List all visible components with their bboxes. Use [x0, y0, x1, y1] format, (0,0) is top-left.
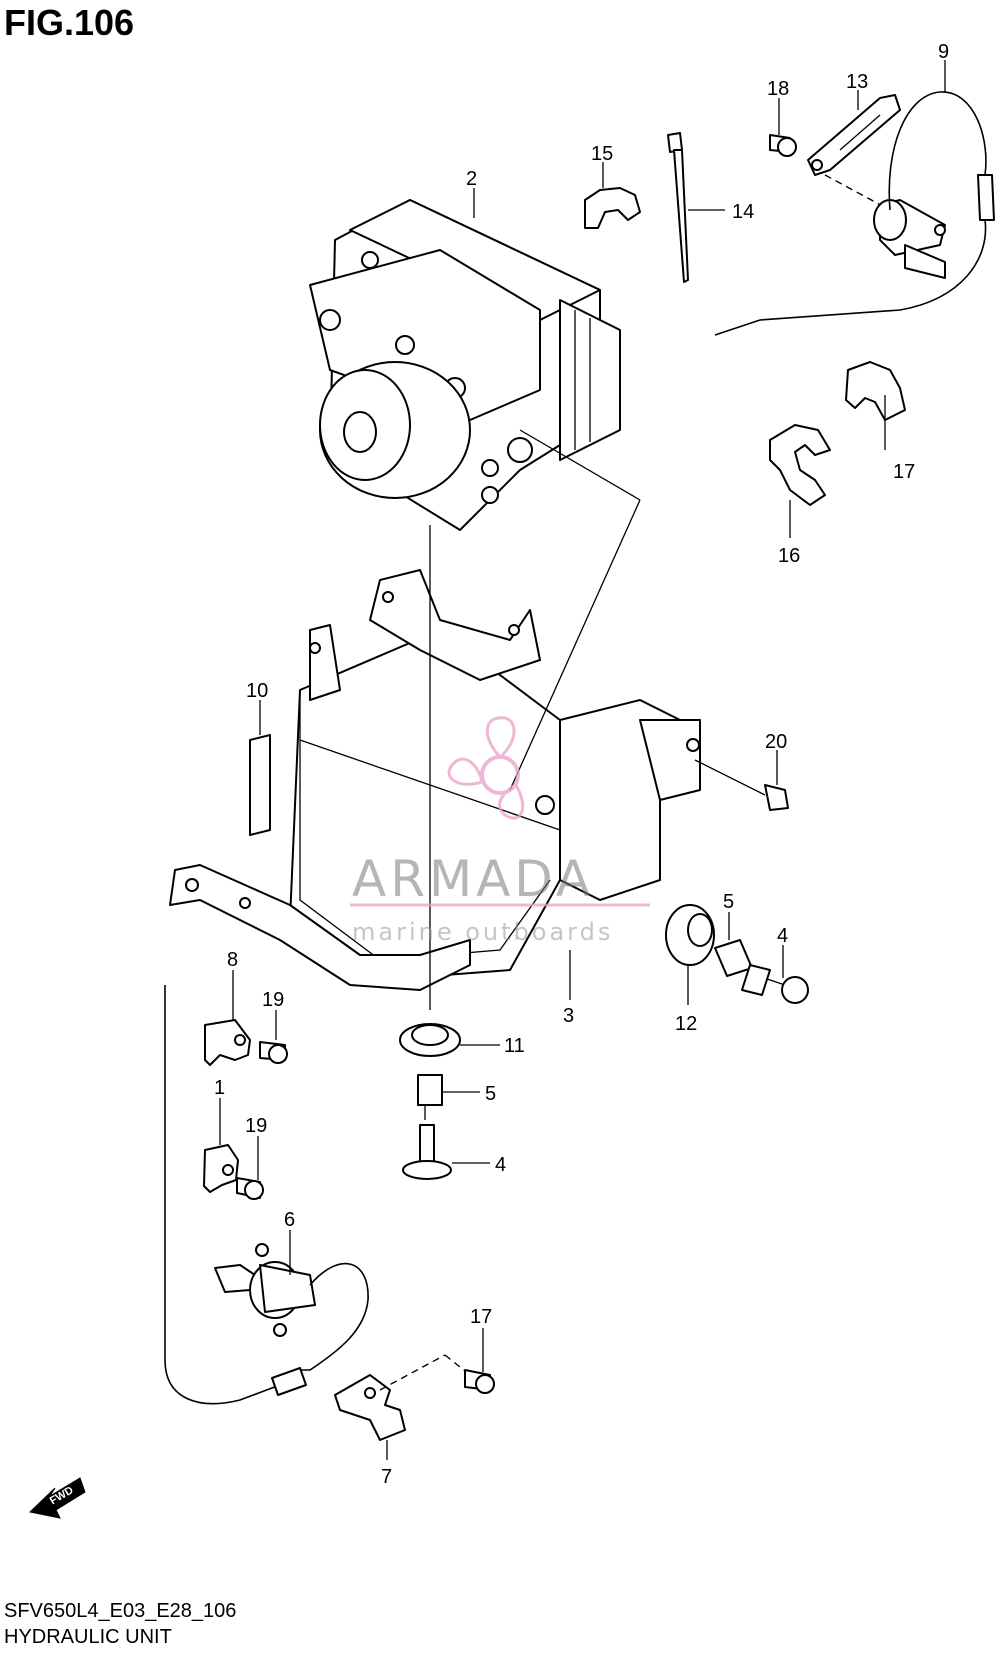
- bolt-part-4-lower[interactable]: [402, 1124, 452, 1180]
- bolt-part-20[interactable]: [694, 759, 789, 811]
- front-sensor-grommet: [977, 174, 995, 221]
- armada-logo-icon: [350, 716, 650, 907]
- rubber-pad-part-10[interactable]: [249, 734, 271, 836]
- figure-title: FIG.106: [4, 2, 135, 43]
- clamp-part-17-upper[interactable]: [845, 361, 906, 421]
- clamp-part-16[interactable]: [769, 424, 831, 506]
- bolt-part-19-lower[interactable]: [236, 1177, 264, 1200]
- clamp-part-8[interactable]: [204, 1019, 251, 1066]
- callout-20: 20: [765, 731, 787, 753]
- spacer-part-5-right[interactable]: [714, 939, 753, 977]
- rear-sensor-harness: [164, 985, 281, 1405]
- lower-stay-strap[interactable]: [169, 864, 471, 991]
- callout-14: 14: [732, 201, 754, 223]
- callout-9: 9: [938, 41, 949, 63]
- callout-15: 15: [591, 143, 613, 165]
- callout-5-lower: 5: [485, 1083, 496, 1105]
- callout-10: 10: [246, 680, 268, 702]
- callout-16: 16: [778, 545, 800, 567]
- footer-diagram-code: SFV650L4_E03_E28_106: [4, 1600, 237, 1622]
- footer-diagram-title: HYDRAULIC UNIT: [4, 1626, 172, 1648]
- grommet-part-11[interactable]: [399, 1023, 461, 1057]
- callout-8: 8: [227, 949, 238, 971]
- callout-13: 13: [846, 71, 868, 93]
- callout-2: 2: [466, 168, 477, 190]
- clamp-7-dashed-guide: [379, 1354, 446, 1391]
- fwd-arrow-icon: FWD: [28, 1477, 86, 1519]
- sensor-grommet: [271, 1367, 307, 1396]
- callout-17-lower: 17: [470, 1306, 492, 1328]
- spacer-part-5-lower[interactable]: [417, 1074, 443, 1106]
- grommet-part-12[interactable]: [665, 904, 715, 966]
- front-sensor-harness: [714, 219, 987, 336]
- callout-4-right: 4: [777, 925, 788, 947]
- callout-4-lower: 4: [495, 1154, 506, 1176]
- bracket-part-13[interactable]: [807, 94, 901, 176]
- callout-11: 11: [504, 1035, 525, 1057]
- front-speed-sensor-part-9[interactable]: [873, 199, 946, 279]
- clamp-part-1[interactable]: [203, 1144, 239, 1193]
- callout-19-upper: 19: [262, 989, 284, 1011]
- rear-speed-sensor-part-6[interactable]: [214, 1243, 316, 1337]
- hydraulic-unit-part-2[interactable]: [309, 199, 621, 531]
- callout-1: 1: [214, 1077, 225, 1099]
- callout-19-lower: 19: [245, 1115, 267, 1137]
- bolt-part-17-lower[interactable]: [464, 1369, 495, 1394]
- watermark-brand: ARMADA: [352, 850, 595, 908]
- callout-18: 18: [767, 78, 789, 100]
- sensor-lead-wire: [300, 1262, 369, 1371]
- callout-7: 7: [381, 1466, 392, 1488]
- cable-tie-part-14[interactable]: [667, 132, 689, 283]
- bolt-part-19-upper[interactable]: [259, 1041, 288, 1064]
- bracket-part-3[interactable]: [289, 569, 701, 981]
- clamp-part-15[interactable]: [584, 187, 641, 229]
- clamp-part-7[interactable]: [334, 1374, 406, 1441]
- callout-12: 12: [675, 1013, 697, 1035]
- front-sensor-lead: [888, 91, 987, 211]
- watermark-subtitle: marine outboards: [352, 918, 614, 946]
- bolt-part-18[interactable]: [769, 134, 797, 157]
- callout-5-right: 5: [723, 891, 734, 913]
- callout-17-upper: 17: [893, 461, 915, 483]
- bolt-part-4-right[interactable]: [741, 964, 809, 1004]
- callout-6: 6: [284, 1209, 295, 1231]
- callout-3: 3: [563, 1005, 574, 1027]
